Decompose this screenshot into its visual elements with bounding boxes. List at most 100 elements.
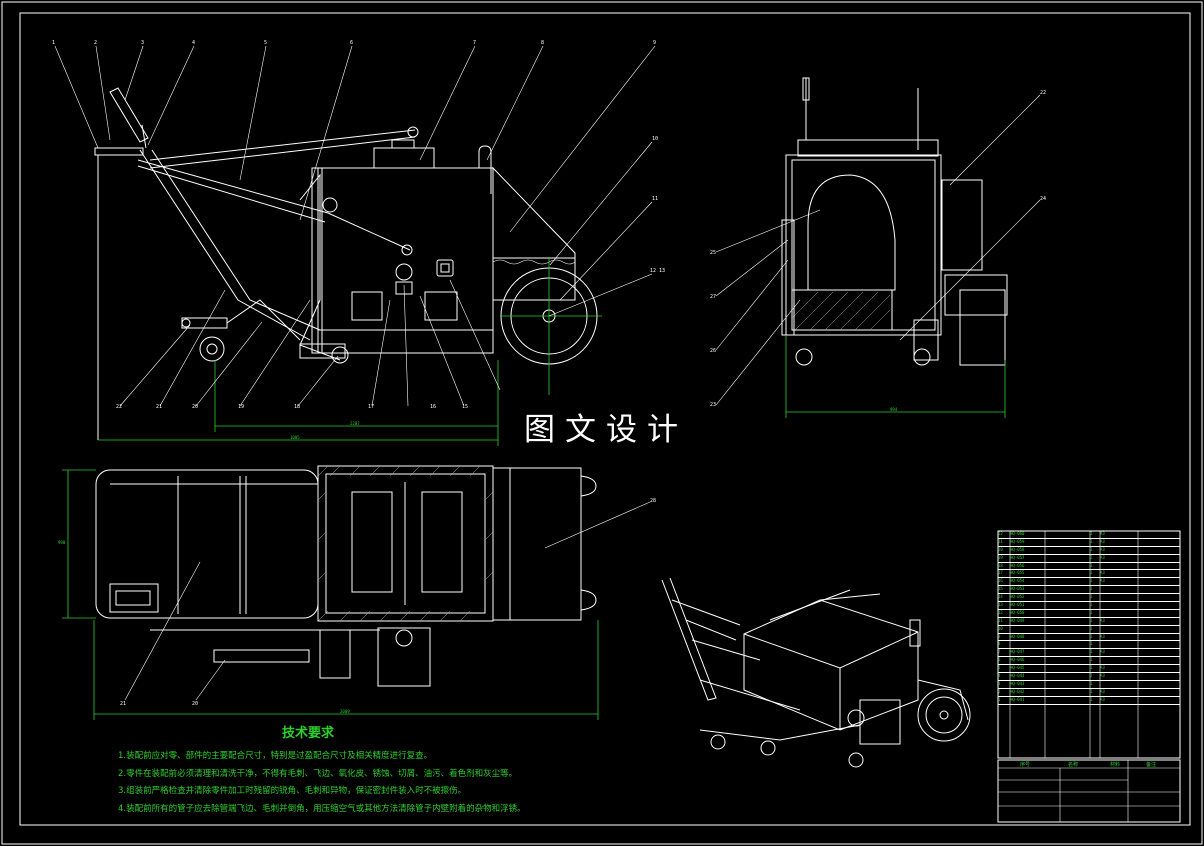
bom-cell: A3 xyxy=(1100,578,1105,584)
bom-cell: 19 xyxy=(998,554,1003,560)
bom-cell xyxy=(1138,594,1180,601)
bom-cell: A3 xyxy=(1100,665,1105,671)
bom-cell: 1 xyxy=(1090,609,1093,615)
bom-cell: 2 xyxy=(1090,554,1093,560)
callout: 6 xyxy=(350,40,354,46)
bom-cell xyxy=(1045,563,1090,570)
bom-cell: 1 xyxy=(1090,617,1093,623)
bom-cell xyxy=(1045,586,1090,593)
dimension-text: 994 xyxy=(890,407,898,412)
bom-cell xyxy=(1138,531,1180,538)
callout: 12 13 xyxy=(650,268,666,274)
bom-cell: 3 xyxy=(998,680,1001,686)
bom-cell: 1 xyxy=(1090,625,1093,631)
bom-cell xyxy=(1045,689,1090,696)
bom-cell: 9 xyxy=(998,633,1001,639)
bom-cell: HQ-045 xyxy=(1010,665,1025,671)
callout: 3 xyxy=(141,40,145,46)
bom-cell xyxy=(1045,641,1090,648)
bom-cell: 1 xyxy=(1090,688,1093,694)
bom-cell xyxy=(1138,697,1180,704)
bom-cell xyxy=(1045,665,1090,672)
callout: 22 xyxy=(1040,90,1047,96)
bom-cell: 20 xyxy=(998,546,1003,552)
bom-cell xyxy=(1138,563,1180,570)
bom-cell: HQ-042 xyxy=(1010,688,1025,694)
bom-cell xyxy=(1138,626,1180,633)
callout: 1 xyxy=(52,40,56,46)
bom-cell: HQ-043 xyxy=(1010,680,1025,686)
bom-cell: A3 xyxy=(1100,688,1105,694)
bom-cell: HQ-060 xyxy=(1010,531,1025,536)
bom-cell xyxy=(1045,673,1090,680)
bom-cell: 21 xyxy=(998,538,1003,544)
callout: 11 xyxy=(652,196,659,202)
bom-cell xyxy=(1100,563,1138,570)
bom-cell xyxy=(1045,634,1090,641)
callout: 21 xyxy=(120,701,127,707)
bom-cell xyxy=(1138,618,1180,625)
callout: 23 xyxy=(710,402,717,408)
bom-cell: HQ-051 xyxy=(1010,602,1025,608)
bom-row: 11 HQ-049 1 A3 xyxy=(998,618,1180,626)
title-block-grid xyxy=(997,759,1181,823)
bom-cell: HQ-046 xyxy=(1010,657,1025,663)
bom-cell: A3 xyxy=(1100,554,1105,560)
bom-cell: HQ-047 xyxy=(1010,649,1025,655)
bom-cell xyxy=(1010,641,1045,648)
bom-cell: 1 xyxy=(1090,665,1093,671)
callout: 5 xyxy=(264,40,268,46)
bom-cell: 8 xyxy=(998,641,1001,647)
bom-cell: 15 xyxy=(998,586,1003,592)
watermark-text: 图文设计 xyxy=(522,404,690,449)
callout: 20 xyxy=(192,404,199,410)
bom-cell: 1 xyxy=(1090,680,1093,686)
bom-cell: 11 xyxy=(998,617,1003,623)
rear-view xyxy=(715,77,1041,418)
dimension-text: 2207 xyxy=(350,421,360,426)
side-view xyxy=(54,45,656,446)
bom-cell: 1 xyxy=(1090,649,1093,655)
technical-requirements-title: 技术要求 xyxy=(282,726,335,741)
bom-cell: A3 xyxy=(1100,649,1105,655)
bom-cell: 1 xyxy=(998,696,1001,702)
bom-row: 10 1 xyxy=(998,626,1180,634)
bom-cell xyxy=(1138,578,1180,585)
technical-requirements-list: 1.装配前应对零、部件的主要配合尺寸，特别是过盈配合尺寸及相关精度进行复查。 2… xyxy=(118,748,526,818)
bom-cell: 2 xyxy=(1090,673,1093,679)
callout: 21 xyxy=(156,404,163,410)
bom-cell: HQ-059 xyxy=(1010,538,1025,544)
bom-cell: A3 xyxy=(1100,617,1105,623)
bom-cell: 22 xyxy=(998,531,1003,536)
title-block-header: 备注 xyxy=(1146,762,1157,768)
callout: 27 xyxy=(710,294,717,300)
bom-cell: HQ-056 xyxy=(1010,562,1025,568)
bom-cell: HQ-054 xyxy=(1010,578,1025,584)
requirement-item: 4.装配前所有的管子应去除管端飞边、毛刺并倒角，用压缩空气或其他方法清除管子内壁… xyxy=(118,803,526,814)
dimension-text: 2009 xyxy=(340,709,350,714)
callout: 2 xyxy=(94,40,98,46)
callout: 16 xyxy=(430,404,437,410)
bom-cell: 10 xyxy=(998,625,1003,631)
bom-cell: 14 xyxy=(998,594,1003,600)
bom-cell: A3 xyxy=(1100,546,1105,552)
bom-cell: 1 xyxy=(1090,531,1093,536)
callout: 10 xyxy=(652,136,659,142)
bom-cell xyxy=(1138,547,1180,554)
bom-cell: A3 xyxy=(1100,673,1105,679)
title-block-header: 序号 xyxy=(1020,762,1031,768)
bom-cell xyxy=(1045,547,1090,554)
bom-cell: HQ-049 xyxy=(1010,617,1025,623)
bom-cell: HQ-055 xyxy=(1010,570,1025,576)
bom-cell: A3 xyxy=(1100,531,1105,536)
